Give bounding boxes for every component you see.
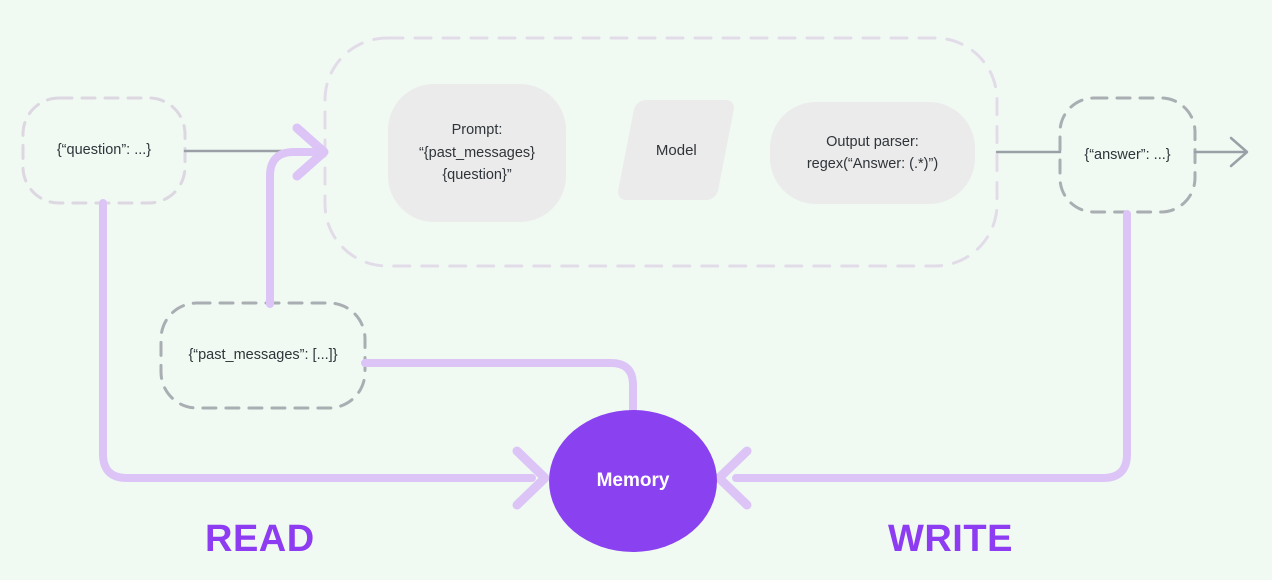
read-arrowhead-icon — [512, 446, 550, 510]
read-path-question-to-memory — [99, 199, 536, 482]
memory-node-shape — [549, 410, 717, 552]
past-messages-arrowhead-icon — [292, 123, 329, 181]
write-arrowhead-icon — [714, 446, 752, 510]
answer-node-label: {“answer”: ...} — [1084, 146, 1171, 163]
model-node: Model — [616, 100, 736, 200]
read-caption: READ — [205, 518, 315, 560]
question-node-label: {“question”: ...} — [56, 142, 152, 159]
memory-node-label: Memory — [596, 470, 670, 492]
write-caption: WRITE — [888, 518, 1013, 560]
output-parser-node-label: Output parser: regex(“Answer: (.*)”) — [806, 133, 939, 172]
past-messages-to-memory-path — [361, 359, 637, 416]
write-path-answer-to-memory — [732, 210, 1131, 482]
model-node-label: Model — [655, 141, 697, 159]
prompt-node — [388, 84, 566, 222]
past-messages-node-label: {“past_messages”: [...]} — [188, 347, 338, 364]
prompt-node-label: Prompt: “{past_messages} {question}” — [418, 122, 536, 184]
past-messages-node-border — [159, 301, 367, 410]
answer-output-arrow — [1193, 136, 1249, 168]
past-messages-to-pipeline-path — [266, 148, 318, 308]
output-parser-node — [770, 102, 975, 204]
